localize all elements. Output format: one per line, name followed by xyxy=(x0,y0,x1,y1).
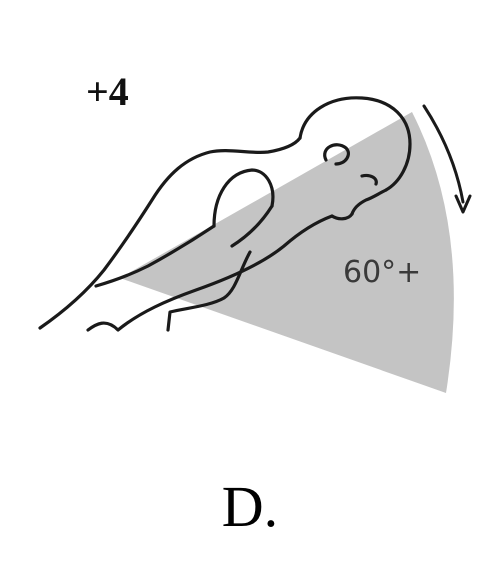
angle-wedge xyxy=(120,112,454,393)
score-label: +4 xyxy=(86,69,129,114)
curved-rotation-arrow-icon xyxy=(422,104,472,214)
flexed-torso-figure-icon xyxy=(38,96,412,332)
option-label: D. xyxy=(221,474,279,539)
angle-label: 60°+ xyxy=(343,255,422,290)
